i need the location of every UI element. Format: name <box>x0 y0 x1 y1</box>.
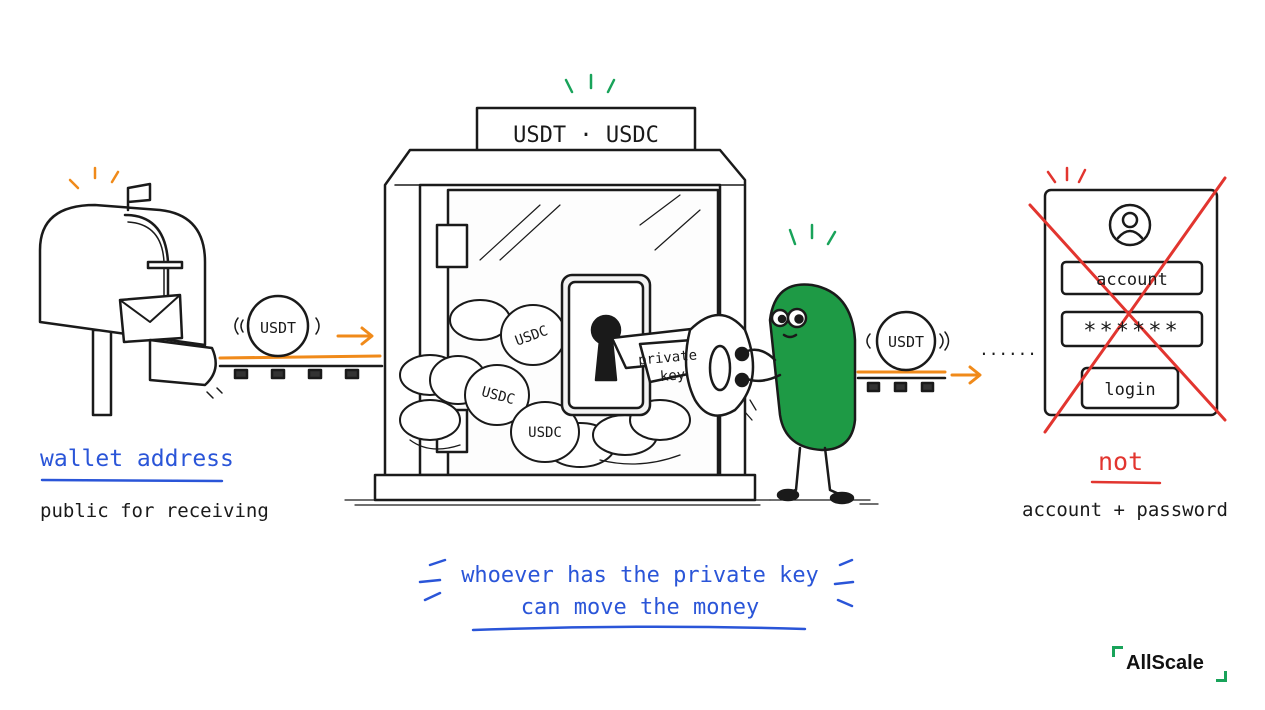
safe-sign-text: USDT · USDC <box>513 123 659 148</box>
private-key-icon <box>610 313 755 417</box>
caption-emphasis <box>418 558 855 632</box>
pile-coin-label: USDC <box>528 425 562 441</box>
caption-line2: can move the money <box>520 595 760 620</box>
coin-label-right: USDT <box>888 333 924 351</box>
key-tag-line1: private <box>638 347 698 368</box>
caption-line1: whoever has the private key <box>461 563 819 588</box>
public-for-receiving-label: public for receiving <box>40 500 269 522</box>
logo-corner <box>1216 671 1227 682</box>
account-field: account <box>1096 270 1168 290</box>
brand-name: AllScale <box>1126 652 1204 674</box>
password-field: ****** <box>1083 319 1180 344</box>
coin-label-left: USDT <box>260 319 296 337</box>
mailbox-icon <box>38 166 223 417</box>
wallet-underline <box>40 478 224 483</box>
caption: whoever has the private key can move the… <box>455 560 825 624</box>
account-password-label: account + password <box>1022 499 1228 521</box>
allscale-logo: AllScale <box>1112 646 1227 682</box>
coin-usdt-left <box>234 294 320 358</box>
green-character <box>734 223 879 505</box>
ellipsis-dots: ...... <box>979 340 1037 359</box>
login-button: login <box>1104 380 1155 400</box>
key-tag-line2: key <box>659 367 686 385</box>
coin-usdt-right <box>866 310 950 372</box>
wallet-address-label: wallet address <box>40 446 234 472</box>
logo-corner <box>1112 646 1123 657</box>
left-conveyor <box>218 326 384 380</box>
right-conveyor <box>856 365 982 393</box>
not-label: not <box>1098 447 1144 476</box>
coin-pile <box>399 299 691 468</box>
not-underline <box>1090 480 1162 485</box>
login-card <box>1028 166 1227 434</box>
